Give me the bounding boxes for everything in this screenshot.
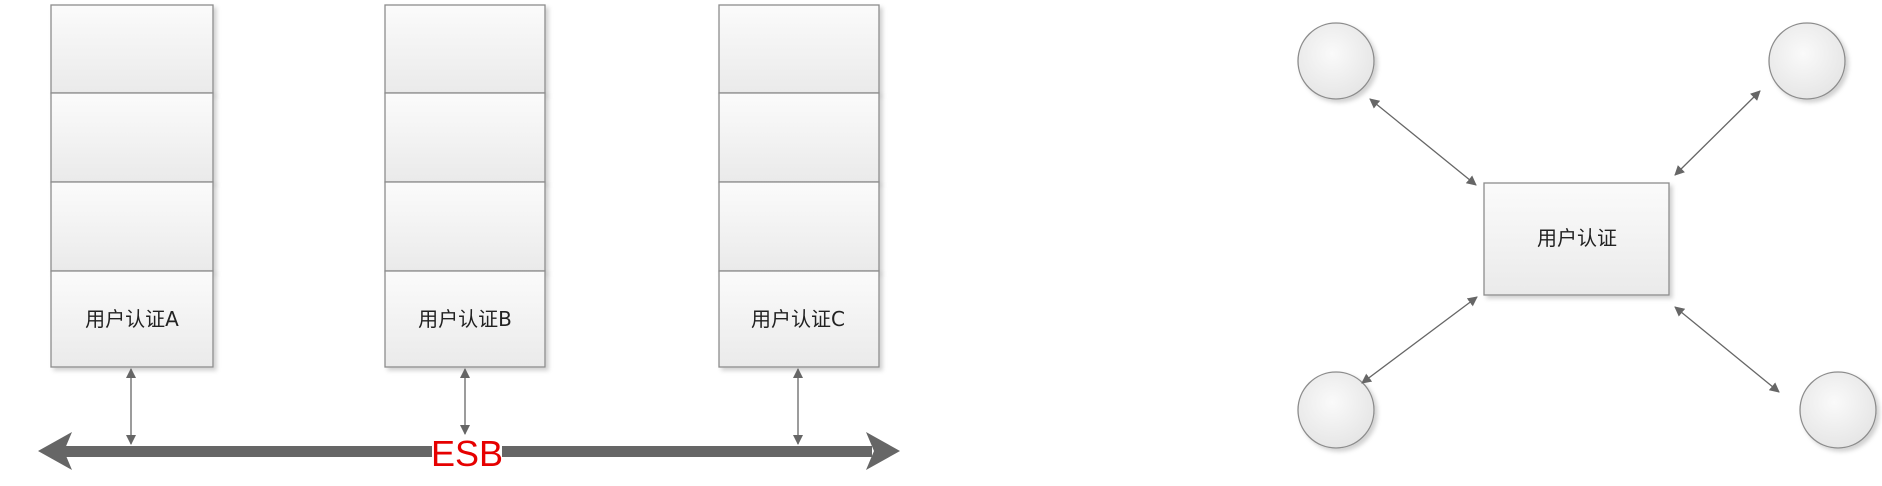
stack-b-block-2 <box>384 92 546 183</box>
esb-bus-right-arrowhead <box>866 432 900 470</box>
stack-a-block-2 <box>50 92 214 183</box>
stack-a-block-3 <box>50 181 214 272</box>
central-auth-box <box>1483 182 1670 296</box>
connector-top-right <box>1674 90 1761 176</box>
stack-b-auth-box <box>384 270 546 368</box>
connector-bottom-right <box>1674 306 1780 393</box>
stack-a-label: 用户认证A <box>85 307 179 331</box>
stack-c-auth-box <box>718 270 880 368</box>
stack-b-block-1 <box>384 4 546 94</box>
stack-b-label: 用户认证B <box>418 307 512 331</box>
stack-c: 用户认证C <box>718 4 880 368</box>
stack-c-block-2 <box>718 92 880 183</box>
stack-b-block-3 <box>384 181 546 272</box>
stack-b: 用户认证B <box>384 4 546 368</box>
node-top-left <box>1297 22 1375 100</box>
stack-a: 用户认证A <box>50 4 214 368</box>
stack-c-block-3 <box>718 181 880 272</box>
esb-bus-left-arrowhead <box>38 432 72 470</box>
connector-top-left <box>1369 98 1477 186</box>
node-top-right <box>1768 22 1846 100</box>
esb-label-background <box>432 436 502 470</box>
connector-bottom-left <box>1361 296 1478 384</box>
stack-a-block-1 <box>50 4 214 94</box>
stack-c-block-1 <box>718 4 880 94</box>
esb-label: ESB <box>431 433 503 474</box>
node-bottom-left <box>1297 371 1375 449</box>
stack-c-label: 用户认证C <box>751 307 845 331</box>
central-auth-label: 用户认证 <box>1537 226 1617 250</box>
node-bottom-right <box>1799 371 1877 449</box>
stack-a-auth-box <box>50 270 214 368</box>
